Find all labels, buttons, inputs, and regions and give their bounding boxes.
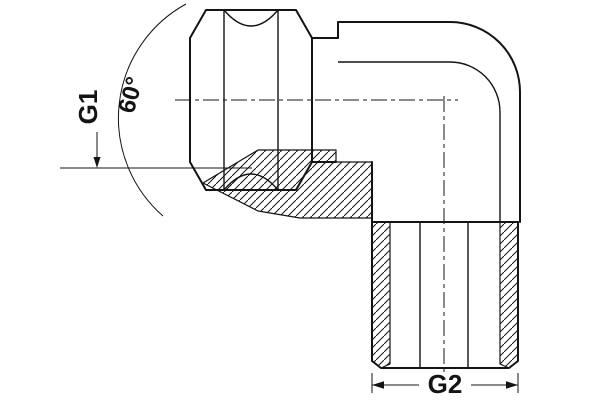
- angle-arc: [117, 3, 187, 217]
- g1-annotation: G1: [60, 90, 252, 169]
- g2-label: G2: [428, 369, 463, 399]
- angle-annotation: 60°: [113, 3, 187, 217]
- g1-arrowhead: [93, 157, 101, 168]
- g2-arrowhead-right: [506, 381, 518, 389]
- g2-arrowhead-left: [372, 381, 384, 389]
- centerlines: [175, 96, 458, 376]
- cone-seat-section: [202, 149, 373, 219]
- male-thread: [371, 221, 519, 369]
- g1-label: G1: [73, 90, 103, 125]
- angle-label: 60°: [113, 74, 148, 116]
- g2-extension-lines: [371, 373, 519, 393]
- g2-dimension: G2: [371, 369, 519, 399]
- bore-lines: [419, 222, 469, 368]
